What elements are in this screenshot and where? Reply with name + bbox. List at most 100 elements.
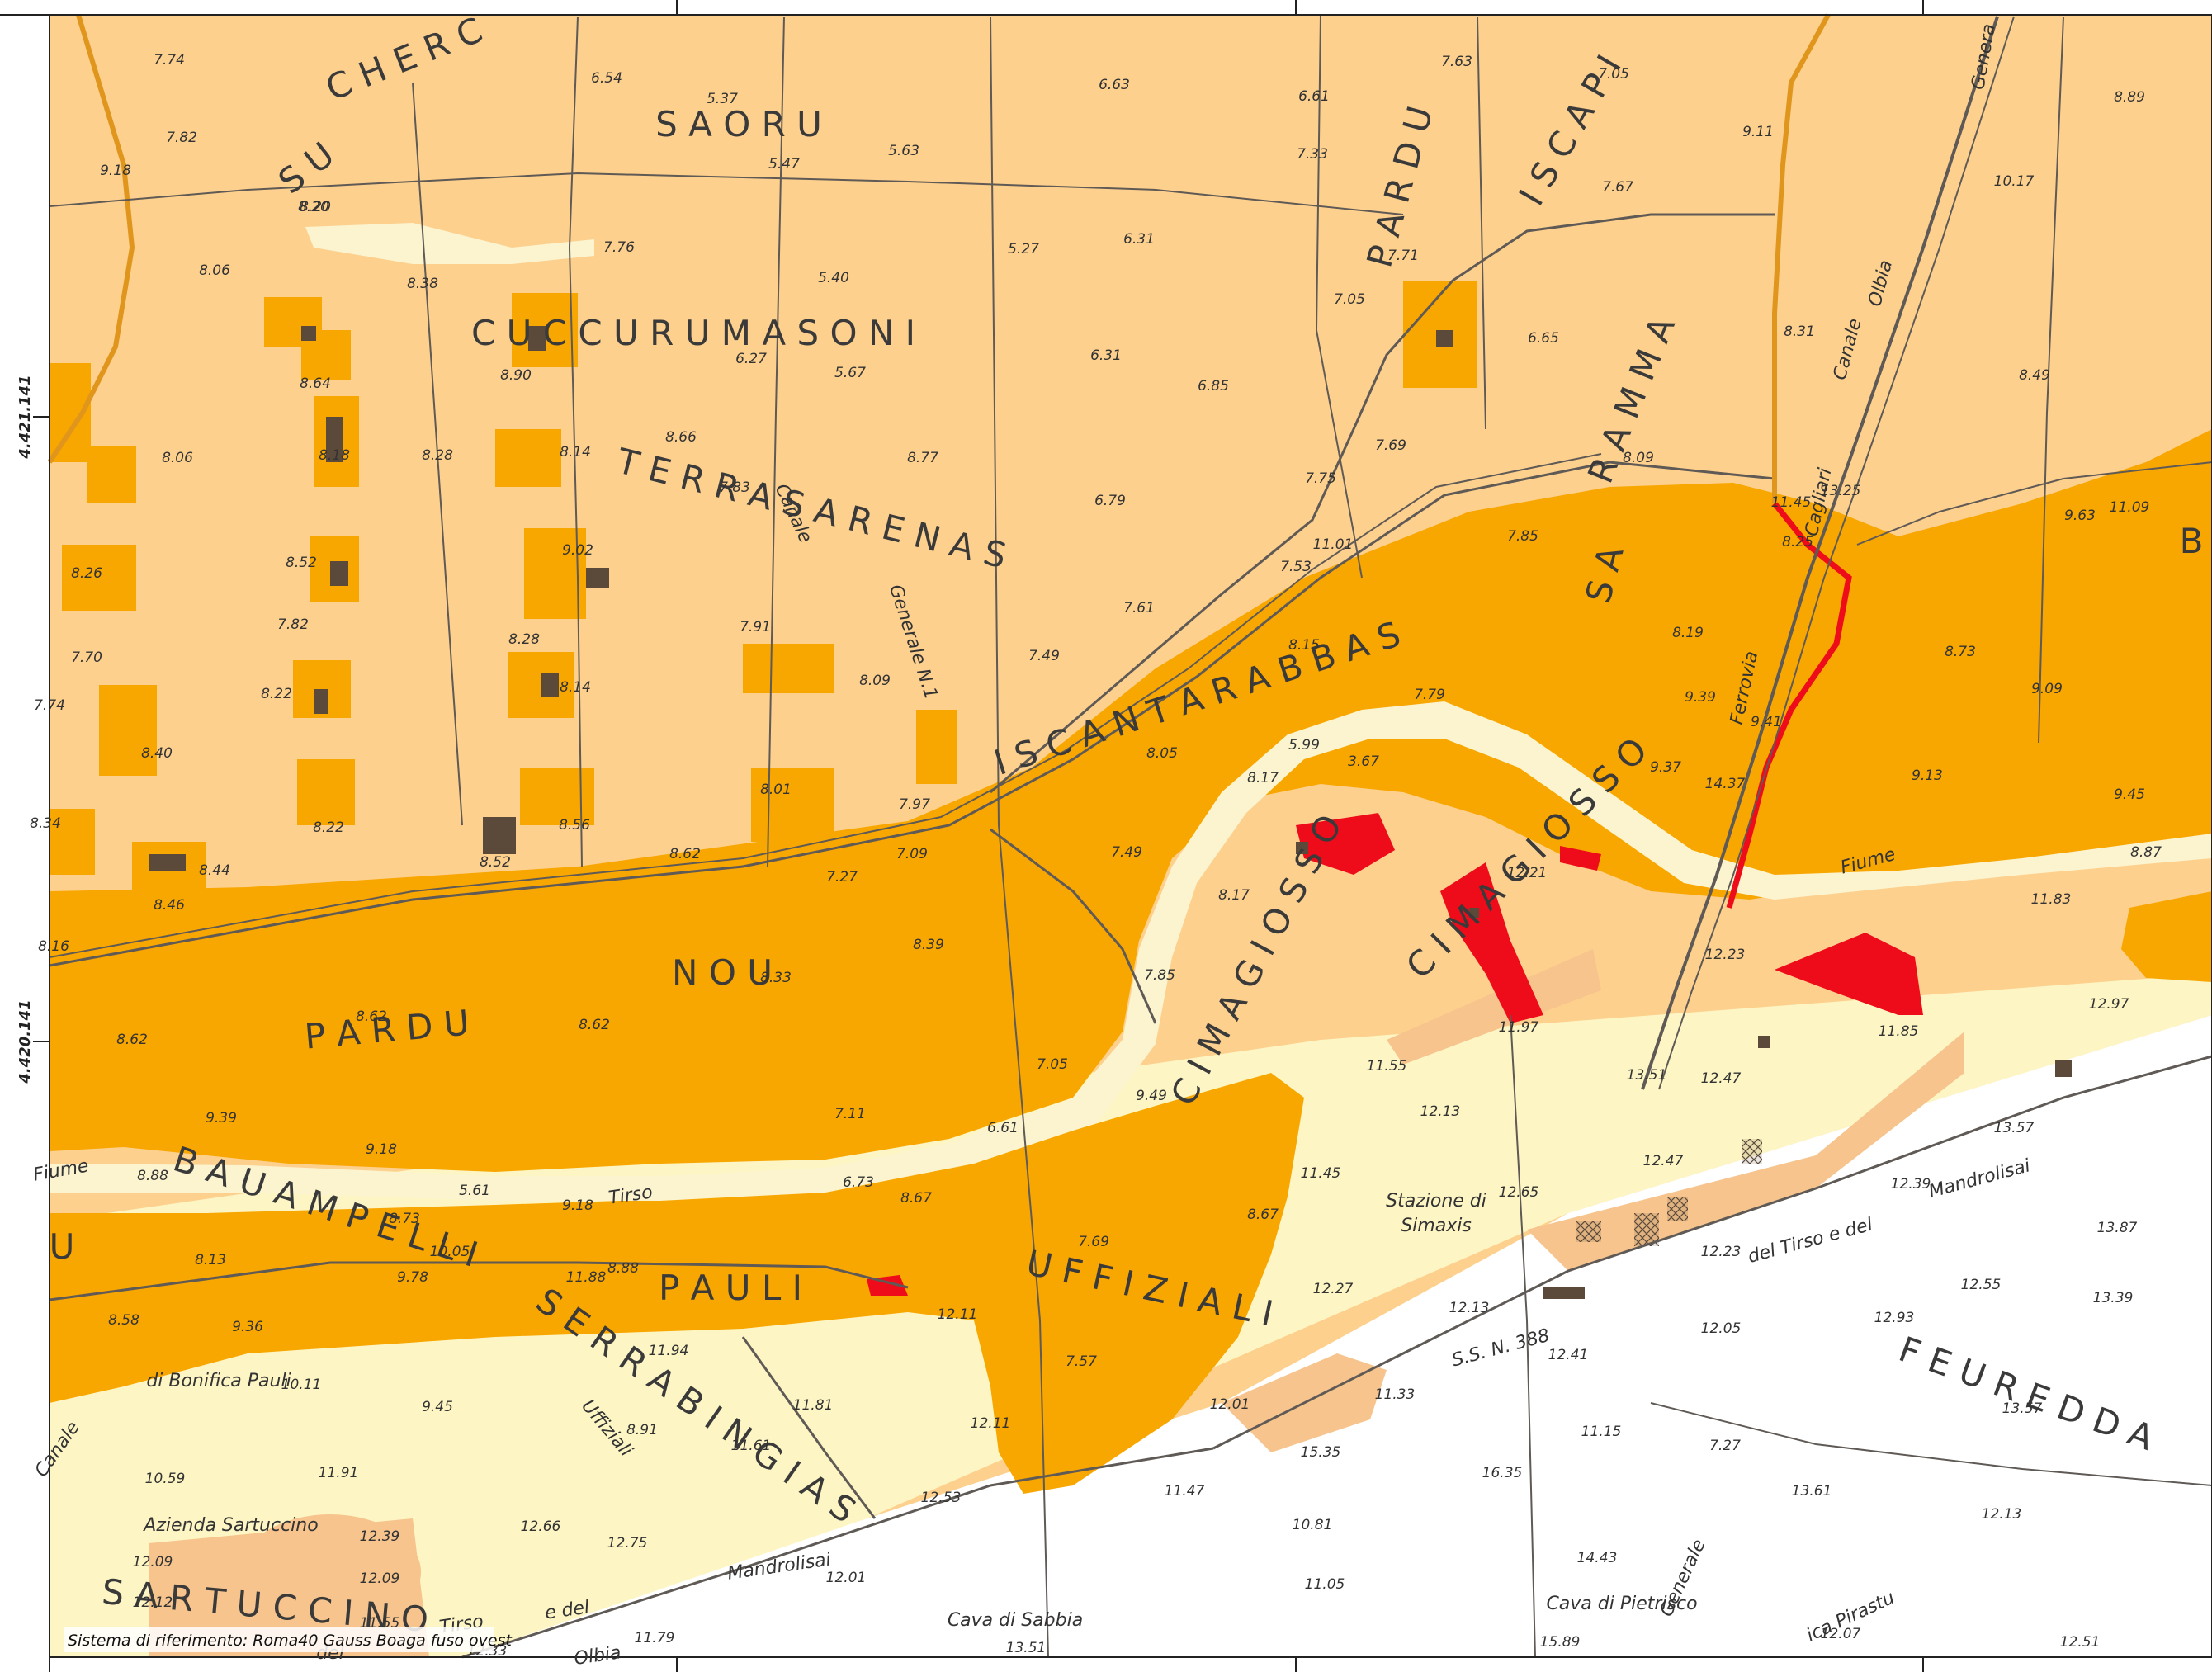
- elevation-label: 8.88: [607, 1260, 639, 1277]
- elevation-label: 8.87: [2130, 844, 2162, 861]
- elevation-label: 7.67: [1602, 179, 1633, 196]
- elevation-label: 12.47: [1643, 1153, 1684, 1169]
- elevation-label: 5.37: [707, 91, 738, 107]
- elevation-label: 8.17: [1247, 770, 1279, 786]
- elevation-label: 9.18: [100, 163, 131, 179]
- elevation-label: 5.67: [834, 365, 866, 381]
- elevation-label: 13.25: [1821, 483, 1861, 499]
- elevation-label: 7.79: [1414, 687, 1445, 703]
- elevation-label: 9.39: [206, 1110, 237, 1126]
- zone-tan-south: [1527, 1032, 1964, 1271]
- elevation-label: 9.09: [2031, 681, 2063, 697]
- elevation-label: 7.53: [1280, 559, 1312, 575]
- elevation-label: 7.49: [1111, 844, 1142, 861]
- elevation-label: 7.09: [896, 846, 928, 862]
- elevation-label: 8.06: [199, 262, 230, 279]
- elevation-label: 12.11: [971, 1415, 1011, 1432]
- zone-tan-oval: [239, 1514, 421, 1630]
- elevation-label: 8.06: [162, 450, 193, 466]
- elevation-label: 12.09: [360, 1570, 400, 1587]
- elevation-label: 11.33: [1375, 1386, 1416, 1403]
- elevation-label: 6.85: [1198, 378, 1229, 394]
- elevation-label: 15.89: [1540, 1634, 1581, 1651]
- elevation-label: 8.67: [1247, 1207, 1279, 1223]
- elevation-label: 8.22: [313, 819, 344, 836]
- elevation-label: 8.28: [422, 447, 453, 464]
- elevation-labels: 7.747.829.188.206.545.375.475.636.636.61…: [30, 52, 2162, 1660]
- elevation-label: 11.05: [1305, 1576, 1345, 1593]
- elevation-label: 9.78: [397, 1269, 428, 1286]
- elevation-label: 8.15: [1288, 637, 1320, 654]
- elevation-label: 12.41: [1548, 1347, 1589, 1363]
- elevation-label: 11.61: [731, 1438, 772, 1454]
- elevation-label: 8.49: [2019, 367, 2050, 384]
- elevation-label: 11.97: [1499, 1019, 1539, 1036]
- elevation-label: 7.61: [1123, 600, 1155, 616]
- elevation-label: 12.65: [1499, 1184, 1539, 1201]
- elevation-label: 12.05: [1701, 1320, 1742, 1337]
- coordinate-label-bottom: 4.420.141: [17, 999, 34, 1084]
- elevation-label: 9.36: [232, 1319, 263, 1335]
- zone-red-road: [1726, 501, 1852, 909]
- elevation-label: 10.05: [430, 1244, 470, 1260]
- elevation-label: 12.13: [1982, 1506, 2022, 1523]
- map-area: [47, 13, 2212, 1659]
- map-label: Stazione di: [1386, 1191, 1486, 1211]
- place-name: U: [50, 1226, 75, 1267]
- elevation-label: 7.57: [1066, 1353, 1097, 1370]
- elevation-label: 8.88: [137, 1168, 168, 1184]
- elevation-label: 8.26: [71, 565, 102, 582]
- elevation-label: 12.55: [1961, 1277, 2002, 1293]
- elevation-label: 8.64: [300, 375, 331, 392]
- elevation-label: 7.97: [899, 796, 930, 813]
- elevation-label: 6.65: [1528, 330, 1559, 347]
- elevation-label: 6.79: [1094, 493, 1126, 509]
- elevation-label: 8.73: [1945, 644, 1976, 660]
- river-tirso-secondary: [305, 223, 594, 264]
- elevation-label: 11.09: [2110, 499, 2150, 516]
- elevation-label: 8.39: [913, 937, 944, 953]
- zone-red-4: [1560, 846, 1601, 871]
- elevation-label: 10.17: [1994, 173, 2035, 190]
- elevation-label: 13.39: [2093, 1290, 2134, 1306]
- elevation-label: 8.28: [508, 631, 540, 648]
- place-name: B: [2180, 521, 2204, 561]
- elevation-label: 12.07: [1821, 1626, 1861, 1642]
- elevation-label: 12.97: [2089, 996, 2129, 1013]
- elevation-label: 12.39: [360, 1528, 400, 1545]
- elevation-label: 12.27: [1313, 1281, 1354, 1297]
- elevation-label: 8.31: [1784, 324, 1815, 340]
- elevation-label: 9.02: [562, 542, 593, 559]
- elevation-label: 5.99: [1288, 737, 1320, 753]
- elevation-label: 11.83: [2031, 891, 2072, 908]
- elevation-label: 14.43: [1577, 1550, 1618, 1566]
- elevation-label: 7.27: [826, 869, 858, 886]
- elevation-label: 7.05: [1334, 291, 1365, 308]
- elevation-label: 9.49: [1136, 1088, 1167, 1104]
- zone-red-2: [1440, 862, 1543, 1023]
- elevation-label: 8.38: [407, 276, 438, 292]
- place-name: C U C C U R U M A S O N I: [471, 313, 915, 353]
- elevation-label: 7.74: [34, 697, 65, 714]
- elevation-label: 7.82: [277, 616, 309, 633]
- elevation-label: 8.17: [1218, 887, 1250, 904]
- elevation-label: 11.91: [319, 1465, 359, 1481]
- place-name: P A U L I: [659, 1268, 802, 1308]
- elevation-label: 9.45: [2114, 786, 2145, 803]
- elevation-label: 9.37: [1650, 759, 1681, 776]
- buildings: [149, 326, 2072, 1299]
- elevation-label: 7.69: [1078, 1234, 1109, 1250]
- elevation-label: 9.41: [1751, 714, 1782, 730]
- elevation-label: 7.82: [166, 130, 197, 146]
- elevation-label: 12.75: [607, 1535, 648, 1552]
- elevation-label: 9.18: [366, 1141, 397, 1158]
- elevation-label: 6.31: [1123, 231, 1155, 248]
- elevation-label: 8.09: [859, 673, 891, 689]
- elevation-label: 10.59: [145, 1471, 186, 1487]
- elevation-label: 12.51: [2060, 1634, 2101, 1651]
- elevation-label: 9.13: [1912, 768, 1943, 784]
- elevation-label: 12.23: [1705, 947, 1746, 963]
- elevation-label: 7.74: [154, 52, 185, 68]
- elevation-label: 8.62: [579, 1017, 610, 1033]
